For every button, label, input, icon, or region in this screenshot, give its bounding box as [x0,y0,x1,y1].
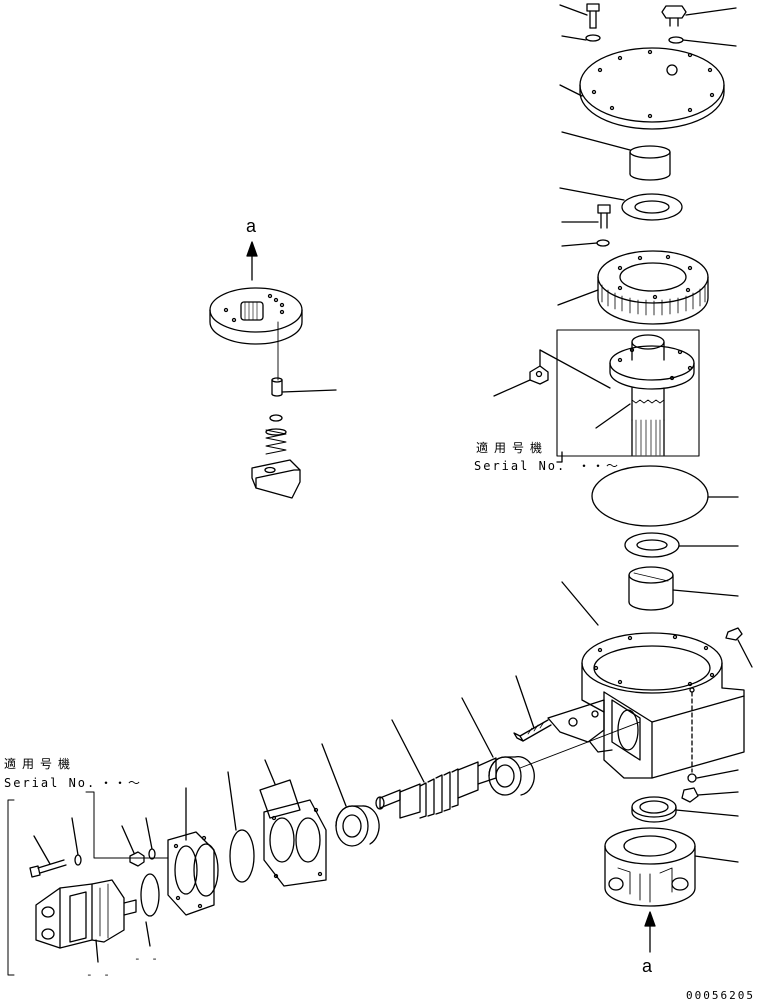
leader-line [321,743,347,807]
leader-line [71,817,79,856]
detail-spring [265,428,287,455]
applicability-range-left: ・・～ [100,776,142,790]
view-arrow-bottom [644,911,656,953]
leader-line [595,403,631,429]
cap-screw [29,859,67,878]
motor-adapter-flange [167,831,219,916]
leader-line [33,835,51,865]
bracket-left-top [85,791,169,859]
applicability-serial-right: Serial No. [474,459,566,473]
leader-line [559,4,588,16]
applicability-jp-right: 適用号機 [476,440,548,455]
bottom-carrier [604,827,696,907]
leader-line [391,719,425,783]
bushing [629,145,671,181]
lower-bushing [628,566,674,611]
bracket-left [7,799,15,976]
detail-pin [271,377,283,397]
leader-line [515,675,535,729]
leader-line [694,855,739,863]
leader-line [461,697,494,758]
leader-line [539,349,611,389]
breather-plug [725,627,743,641]
motor-o-ring [140,873,160,917]
applicability-range-right: ・・～ [578,459,620,473]
gasket [263,799,327,887]
seal-ring [631,796,677,823]
output-shaft [609,334,695,456]
ring-gear [597,250,709,325]
detail-plate [209,287,303,345]
small-washer [596,239,610,247]
gasket-tab [259,779,301,819]
leader-line [561,581,599,626]
view-arrow-top [246,241,258,281]
leader-line [682,39,737,47]
gear-housing [547,632,745,779]
top-bolt-left [586,3,600,29]
leader-line [121,825,135,854]
leader-line [685,7,737,16]
applicability-serial-left: Serial No. [4,776,96,790]
view-marker-top: a [246,216,257,236]
leader-line [95,939,99,963]
leader-line [561,242,598,247]
leader-line [561,35,587,41]
leader-line [675,809,739,817]
top-cover-plate [579,47,725,130]
nut [529,365,549,385]
leader-line [281,389,337,393]
leader-line [559,84,583,97]
washer-right [668,36,684,44]
leader-line [227,771,237,831]
leader-line [264,759,276,785]
figure-code: 00056205 [686,989,755,1001]
center-axis [519,721,641,769]
top-bolt-right [661,5,687,27]
leader-line [696,769,739,779]
detail-washer [269,414,283,422]
washer-left [585,34,601,42]
bracket-right [556,451,563,463]
flange-nut [129,851,145,867]
leader-line [145,921,151,947]
ball-bearing-left [335,805,380,847]
leader-line [561,131,631,151]
dash-note-bottom: - - [86,968,112,981]
leader-line [493,379,531,397]
leader-line [672,589,739,597]
small-bolt [597,204,611,229]
drain-washer [687,773,697,783]
leader-line [557,289,599,306]
o-ring-large [591,465,709,527]
worm-shaft [375,757,497,819]
o-ring-small [229,829,255,883]
screw-washer [74,854,82,866]
thrust-washer [621,193,683,221]
leader-line [145,817,153,850]
applicability-jp-left: 適用号機 [4,756,76,771]
applicability-box-right [556,329,700,457]
dash-note-left: - - [134,952,160,965]
leader-line [737,639,753,668]
lower-thrust-washer [624,532,680,558]
view-marker-bottom: a [642,956,653,976]
leader-line [697,791,739,796]
hydraulic-motor [35,879,137,949]
drain-plug [681,787,699,803]
leader-line [559,187,625,201]
detail-block [251,459,301,499]
